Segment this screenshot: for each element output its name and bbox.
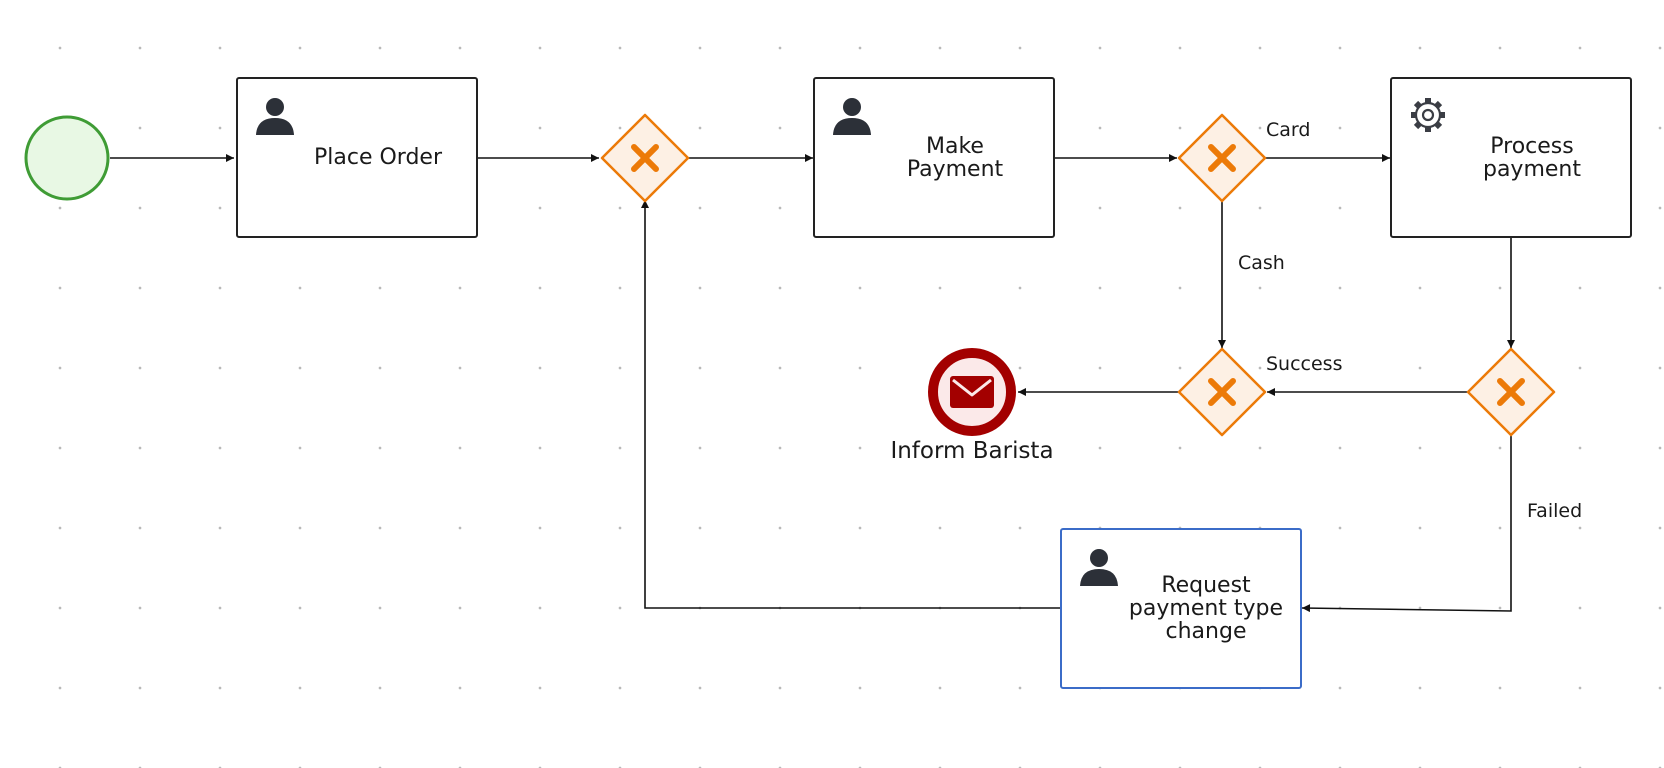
exclusive-x-icon — [631, 144, 659, 172]
task-process-payment[interactable]: Process payment — [1390, 77, 1632, 238]
task-label: Process payment — [1482, 133, 1581, 182]
task-label: Place Order — [313, 145, 442, 170]
task-label: Request payment type change — [1128, 573, 1284, 644]
flow-request-change-to-gateway-1[interactable] — [641, 200, 1060, 609]
gateway-4[interactable] — [1466, 347, 1556, 437]
gateway-1[interactable] — [600, 113, 690, 203]
user-icon — [833, 98, 871, 135]
task-place-order[interactable]: Place Order — [236, 77, 478, 238]
end-event-label: Inform Barista — [890, 438, 1054, 464]
user-icon — [256, 98, 294, 135]
task-make-payment[interactable]: Make Payment — [813, 77, 1055, 238]
flow-label-failed: Failed — [1527, 500, 1583, 522]
gateway-3[interactable] — [1177, 347, 1267, 437]
flow-label-cash: Cash — [1238, 252, 1285, 274]
flow-label-success: Success — [1266, 353, 1343, 375]
flow-failed[interactable] — [1301, 436, 1512, 613]
exclusive-x-icon — [1497, 378, 1525, 406]
task-label: Make Payment — [906, 133, 1004, 182]
start-event[interactable] — [24, 115, 110, 201]
flow-label-card: Card — [1266, 119, 1311, 141]
exclusive-x-icon — [1208, 378, 1236, 406]
user-icon — [1080, 549, 1118, 586]
gear-icon — [1411, 98, 1445, 132]
exclusive-x-icon — [1208, 144, 1236, 172]
envelope-icon — [950, 376, 994, 408]
gateway-2[interactable] — [1177, 113, 1267, 203]
end-event-inform-barista[interactable] — [928, 348, 1016, 436]
task-request-payment-type-change[interactable]: Request payment type change — [1060, 528, 1302, 689]
